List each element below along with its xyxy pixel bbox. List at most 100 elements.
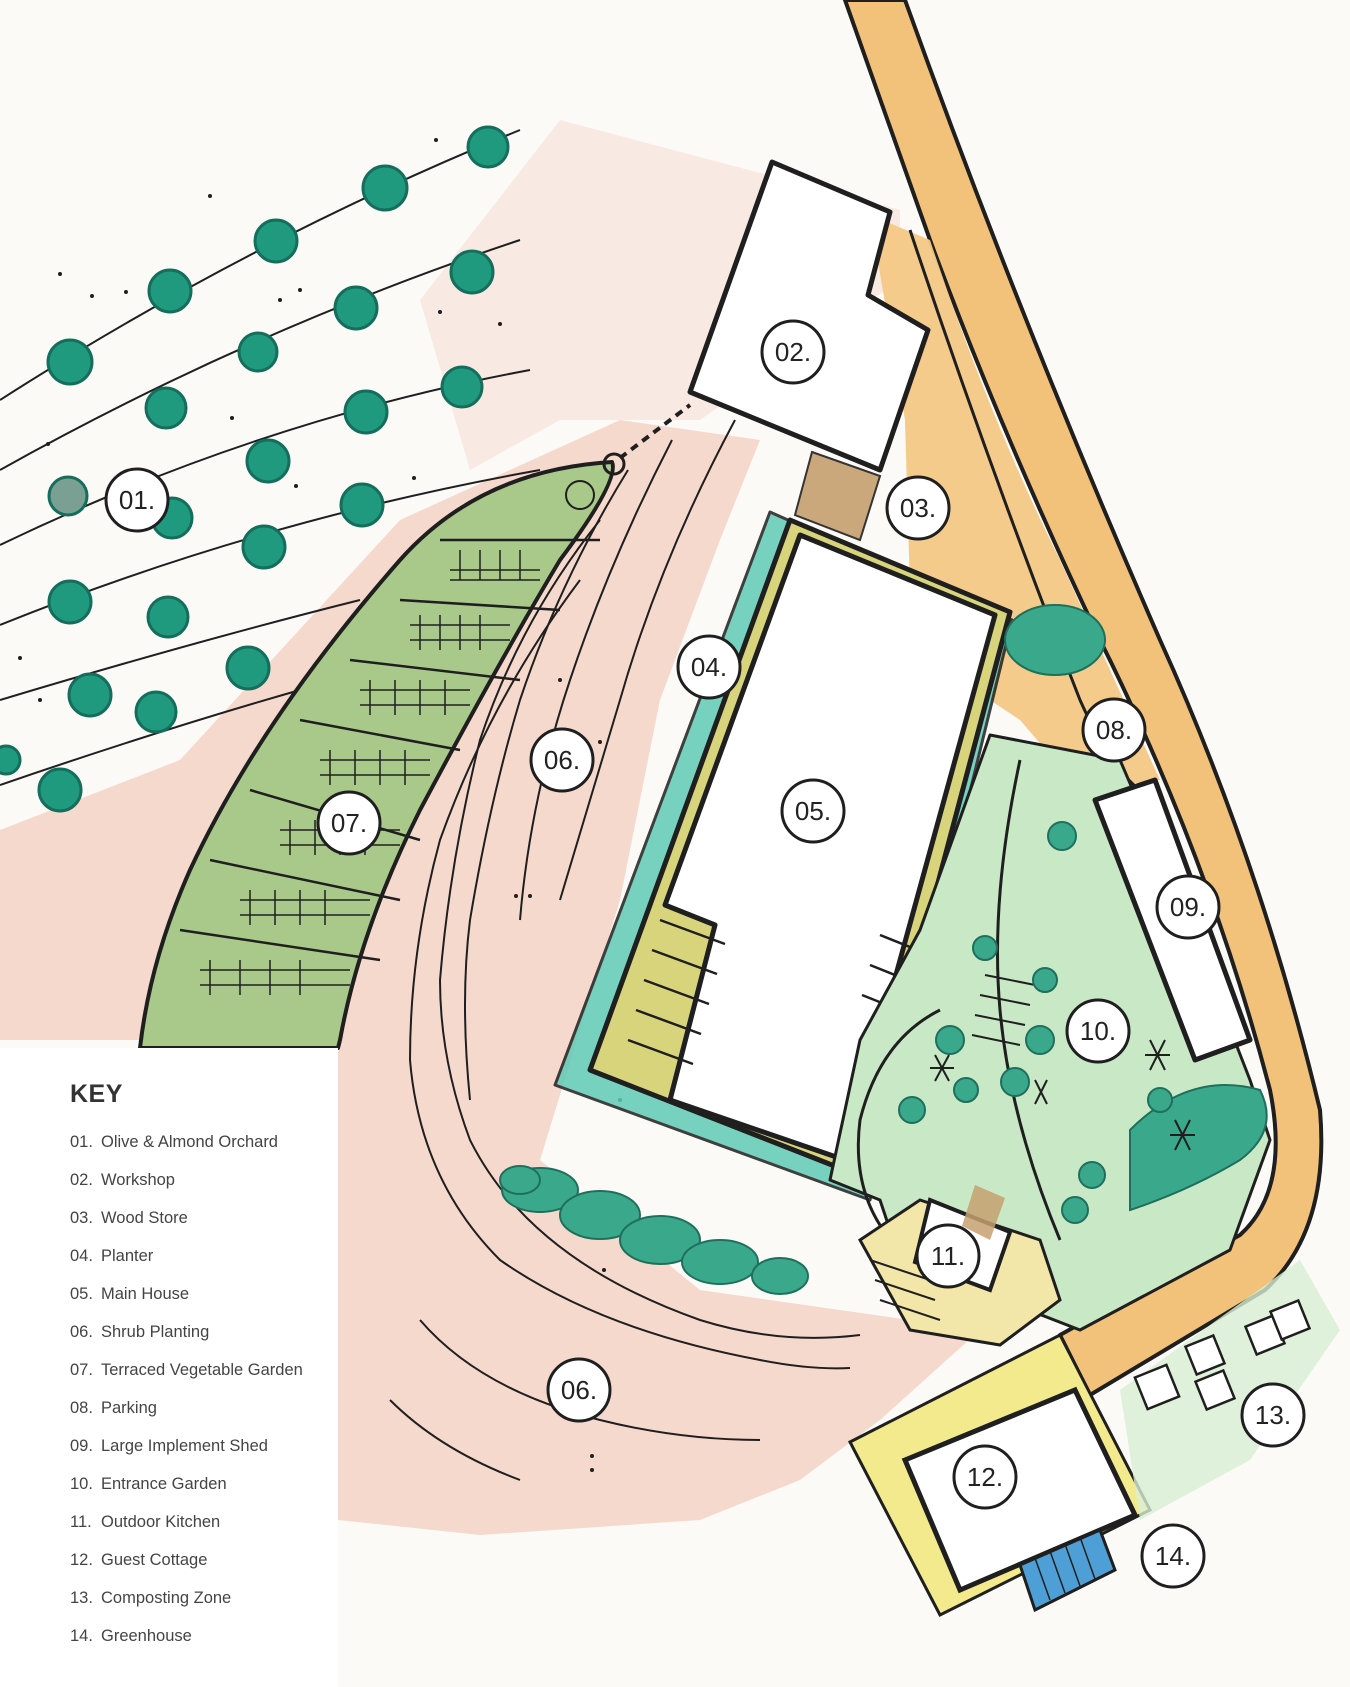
key-item: 08. Parking: [70, 1389, 338, 1427]
garden-shrubs: [898, 821, 1173, 1224]
marker-label: 14.: [1155, 1541, 1191, 1571]
key-item-number: 07.: [70, 1361, 93, 1379]
marker-label: 08.: [1096, 715, 1132, 745]
marker-label: 12.: [967, 1462, 1003, 1492]
key-item-label: Workshop: [101, 1171, 175, 1189]
marker-label: 11.: [931, 1241, 965, 1271]
marker-label: 10.: [1080, 1016, 1116, 1046]
key-item-label: Terraced Vegetable Garden: [101, 1361, 303, 1379]
key-item-number: 05.: [70, 1285, 93, 1303]
key-item-label: Parking: [101, 1399, 157, 1417]
marker-label: 07.: [331, 808, 367, 838]
garden-steps: [971, 974, 1036, 1046]
garden-gate-post: [602, 452, 626, 476]
shrub-planting-contours: [389, 419, 861, 1481]
outdoor-kitchen-counter: [962, 1185, 1005, 1240]
key-item-number: 12.: [70, 1551, 93, 1569]
marker-06b: 06.: [546, 1357, 612, 1423]
marker-06a: 06.: [529, 727, 595, 793]
key-item: 05. Main House: [70, 1275, 338, 1313]
greenhouse: [1018, 1527, 1117, 1613]
greenhouse-ribs: [1034, 1536, 1096, 1601]
vegetable-garden-well: [565, 480, 595, 510]
key-item-number: 01.: [70, 1133, 93, 1151]
marker-label: 09.: [1170, 892, 1206, 922]
key-item: 03. Wood Store: [70, 1199, 338, 1237]
main-house: [662, 532, 998, 1163]
compost-bins: [1133, 1298, 1312, 1412]
vegetable-garden-area: [138, 460, 615, 1050]
key-item-label: Outdoor Kitchen: [101, 1513, 221, 1531]
marker-label: 01.: [119, 485, 155, 515]
key-item: 04. Planter: [70, 1237, 338, 1275]
kitchen-steps: [869, 1259, 941, 1321]
marker-label: 05.: [795, 796, 831, 826]
orchard-dots: [18, 138, 502, 702]
gate-path-dashed: [618, 403, 692, 460]
key-item-number: 06.: [70, 1323, 93, 1341]
key-item-number: 11.: [70, 1513, 92, 1531]
key-item-label: Guest Cottage: [101, 1551, 208, 1569]
key-item-label: Olive & Almond Orchard: [101, 1133, 278, 1151]
marker-11: 11.: [915, 1223, 981, 1289]
garden-tree-cluster: [1004, 604, 1106, 676]
marker-02: 02.: [760, 319, 826, 385]
workshop-building: [687, 159, 931, 473]
marker-12: 12.: [952, 1444, 1018, 1510]
key-item-label: Large Implement Shed: [101, 1437, 268, 1455]
shrub-planting-dots: [514, 678, 622, 1472]
wood-store: [793, 450, 882, 542]
key-item-number: 02.: [70, 1171, 93, 1189]
key-item: 10. Entrance Garden: [70, 1465, 338, 1503]
orchard-trees: [0, 125, 510, 813]
key-item-number: 03.: [70, 1209, 93, 1227]
key-item-label: Composting Zone: [101, 1589, 232, 1607]
marker-label: 13.: [1255, 1400, 1291, 1430]
key-item-label: Shrub Planting: [101, 1323, 210, 1341]
vegetable-terrace-lines: [179, 538, 600, 962]
marker-label: 04.: [691, 652, 727, 682]
map-key: KEY 01. Olive & Almond Orchard 02. Worksho…: [0, 1048, 338, 1687]
marker-01: 01.: [104, 467, 170, 533]
garden-path-2: [856, 1008, 941, 1252]
marker-label: 06.: [561, 1375, 597, 1405]
key-title: KEY: [70, 1080, 123, 1108]
key-item-label: Greenhouse: [101, 1627, 192, 1645]
key-item: 06. Shrub Planting: [70, 1313, 338, 1351]
garden-spiky-plants: [930, 1039, 1195, 1151]
shrub-hedge: [499, 1165, 809, 1295]
key-item-number: 13.: [70, 1589, 93, 1607]
key-item: 09. Large Implement Shed: [70, 1427, 338, 1465]
marker-03: 03.: [885, 475, 951, 541]
key-item: 01. Olive & Almond Orchard: [70, 1123, 338, 1161]
guest-cottage: [901, 1386, 1139, 1594]
key-item-number: 04.: [70, 1247, 93, 1265]
key-item-number: 08.: [70, 1399, 93, 1417]
marker-label: 03.: [900, 493, 936, 523]
key-item-label: Entrance Garden: [101, 1475, 227, 1493]
key-list: 01. Olive & Almond Orchard 02. Workshop 03…: [70, 1123, 338, 1655]
marker-label: 02.: [775, 337, 811, 367]
key-item: 14. Greenhouse: [70, 1617, 338, 1655]
marker-09: 09.: [1155, 874, 1221, 940]
key-item-number: 14.: [70, 1627, 93, 1645]
marker-label: 06.: [544, 745, 580, 775]
key-item-number: 10.: [70, 1475, 93, 1493]
key-item-label: Wood Store: [101, 1209, 188, 1227]
driveway-road: [843, 0, 1324, 1397]
key-item-number: 09.: [70, 1437, 93, 1455]
marker-08: 08.: [1081, 697, 1147, 763]
key-item-label: Main House: [101, 1285, 190, 1303]
marker-04: 04.: [676, 634, 742, 700]
garden-planting-bed: [1129, 1084, 1268, 1212]
key-item-label: Planter: [101, 1247, 154, 1265]
key-item: 12. Guest Cottage: [70, 1541, 338, 1579]
garden-path: [996, 759, 1062, 1241]
marker-13: 13.: [1240, 1382, 1306, 1448]
key-item: 07. Terraced Vegetable Garden: [70, 1351, 338, 1389]
key-item: 13. Composting Zone: [70, 1579, 338, 1617]
marker-10: 10.: [1065, 998, 1131, 1064]
key-item: 02. Workshop: [70, 1161, 338, 1199]
key-item: 11. Outdoor Kitchen: [70, 1503, 338, 1541]
